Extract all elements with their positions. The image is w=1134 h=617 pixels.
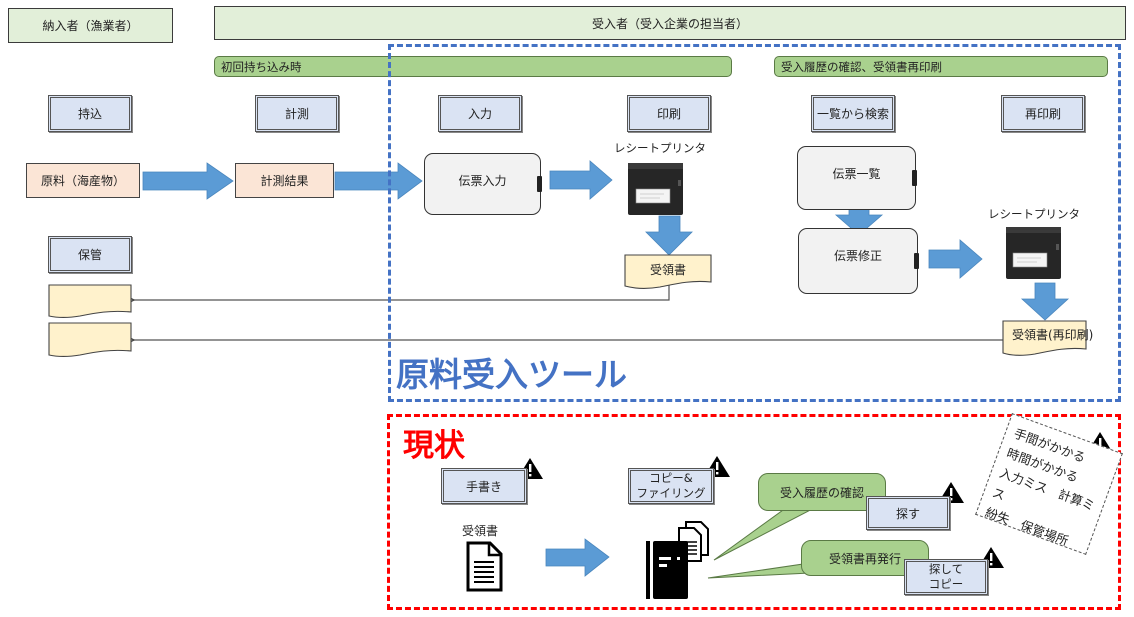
step-measure: 計測 bbox=[255, 95, 339, 132]
copy-filing-line2: ファイリング bbox=[636, 486, 706, 500]
step-input: 入力 bbox=[438, 95, 522, 132]
lane-supplier: 納入者（漁業者） bbox=[8, 8, 173, 43]
stored-document-1 bbox=[48, 284, 132, 319]
phase-history: 受入履歴の確認、受領書再印刷 bbox=[774, 56, 1108, 77]
step-reprint: 再印刷 bbox=[1001, 95, 1085, 132]
step-storage: 保管 bbox=[48, 236, 132, 273]
tablet-slip-edit: 伝票修正 bbox=[798, 228, 919, 294]
copy-filing-line1: コピー& bbox=[649, 471, 693, 485]
printer-2-label: レシートプリンタ bbox=[988, 207, 1080, 221]
document-icon bbox=[466, 541, 503, 592]
receipt-document-shape bbox=[624, 254, 712, 289]
flow-arrow-edit-to-printer bbox=[928, 239, 983, 279]
flow-arrow-raw-to-measure bbox=[142, 162, 234, 200]
phase-first-delivery: 初回持ち込み時 bbox=[214, 56, 732, 77]
search-copy-line1: 探して bbox=[928, 562, 964, 576]
bubble-history-check: 受入履歴の確認 bbox=[758, 473, 886, 511]
flow-arrow-printer-to-receipt bbox=[645, 215, 693, 256]
search-copy-line2: コピー bbox=[928, 577, 964, 591]
step-search-manual: 探す bbox=[866, 496, 950, 530]
step-search-copy: 探して コピー bbox=[904, 559, 988, 595]
tool-scope-box bbox=[388, 44, 1121, 402]
handwritten-receipt-label: 受領書 bbox=[462, 524, 499, 538]
step-handwriting: 手書き bbox=[441, 468, 527, 504]
connector-receipt-to-storage bbox=[134, 283, 670, 300]
flow-arrow-receipt-to-filing bbox=[545, 538, 610, 577]
item-measure-result: 計測結果 bbox=[235, 163, 334, 198]
binder-with-copies-icon bbox=[646, 521, 709, 599]
flow-arrow-input-to-printer bbox=[549, 160, 613, 200]
tablet-slip-input: 伝票入力 bbox=[424, 153, 542, 215]
step-search: 一覧から検索 bbox=[811, 95, 895, 132]
reprint-receipt-label: 受領書(再印刷) bbox=[1012, 327, 1094, 342]
item-raw-material: 原料（海産物） bbox=[26, 163, 140, 198]
receipt-printer-icon bbox=[628, 163, 683, 215]
reprint-receipt-document-shape bbox=[1002, 320, 1087, 356]
receipt-printer-2-icon bbox=[1006, 227, 1061, 279]
stored-document-2 bbox=[48, 322, 132, 358]
step-copy-filing: コピー& ファイリング bbox=[628, 468, 714, 504]
printer-label: レシートプリンタ bbox=[614, 141, 706, 155]
current-state-box bbox=[387, 414, 1121, 610]
step-bring: 持込 bbox=[48, 95, 132, 132]
lane-receiver: 受入者（受入企業の担当者） bbox=[214, 6, 1126, 40]
current-state-title: 現状 bbox=[403, 428, 465, 464]
tool-title: 原料受入ツール bbox=[396, 355, 627, 394]
flow-arrow-printer2-to-reprint bbox=[1020, 282, 1070, 321]
tablet-slip-list: 伝票一覧 bbox=[797, 146, 917, 210]
receipt-label: 受領書 bbox=[649, 262, 686, 277]
step-print: 印刷 bbox=[627, 95, 711, 132]
flow-arrow-measure-to-input bbox=[334, 162, 423, 200]
